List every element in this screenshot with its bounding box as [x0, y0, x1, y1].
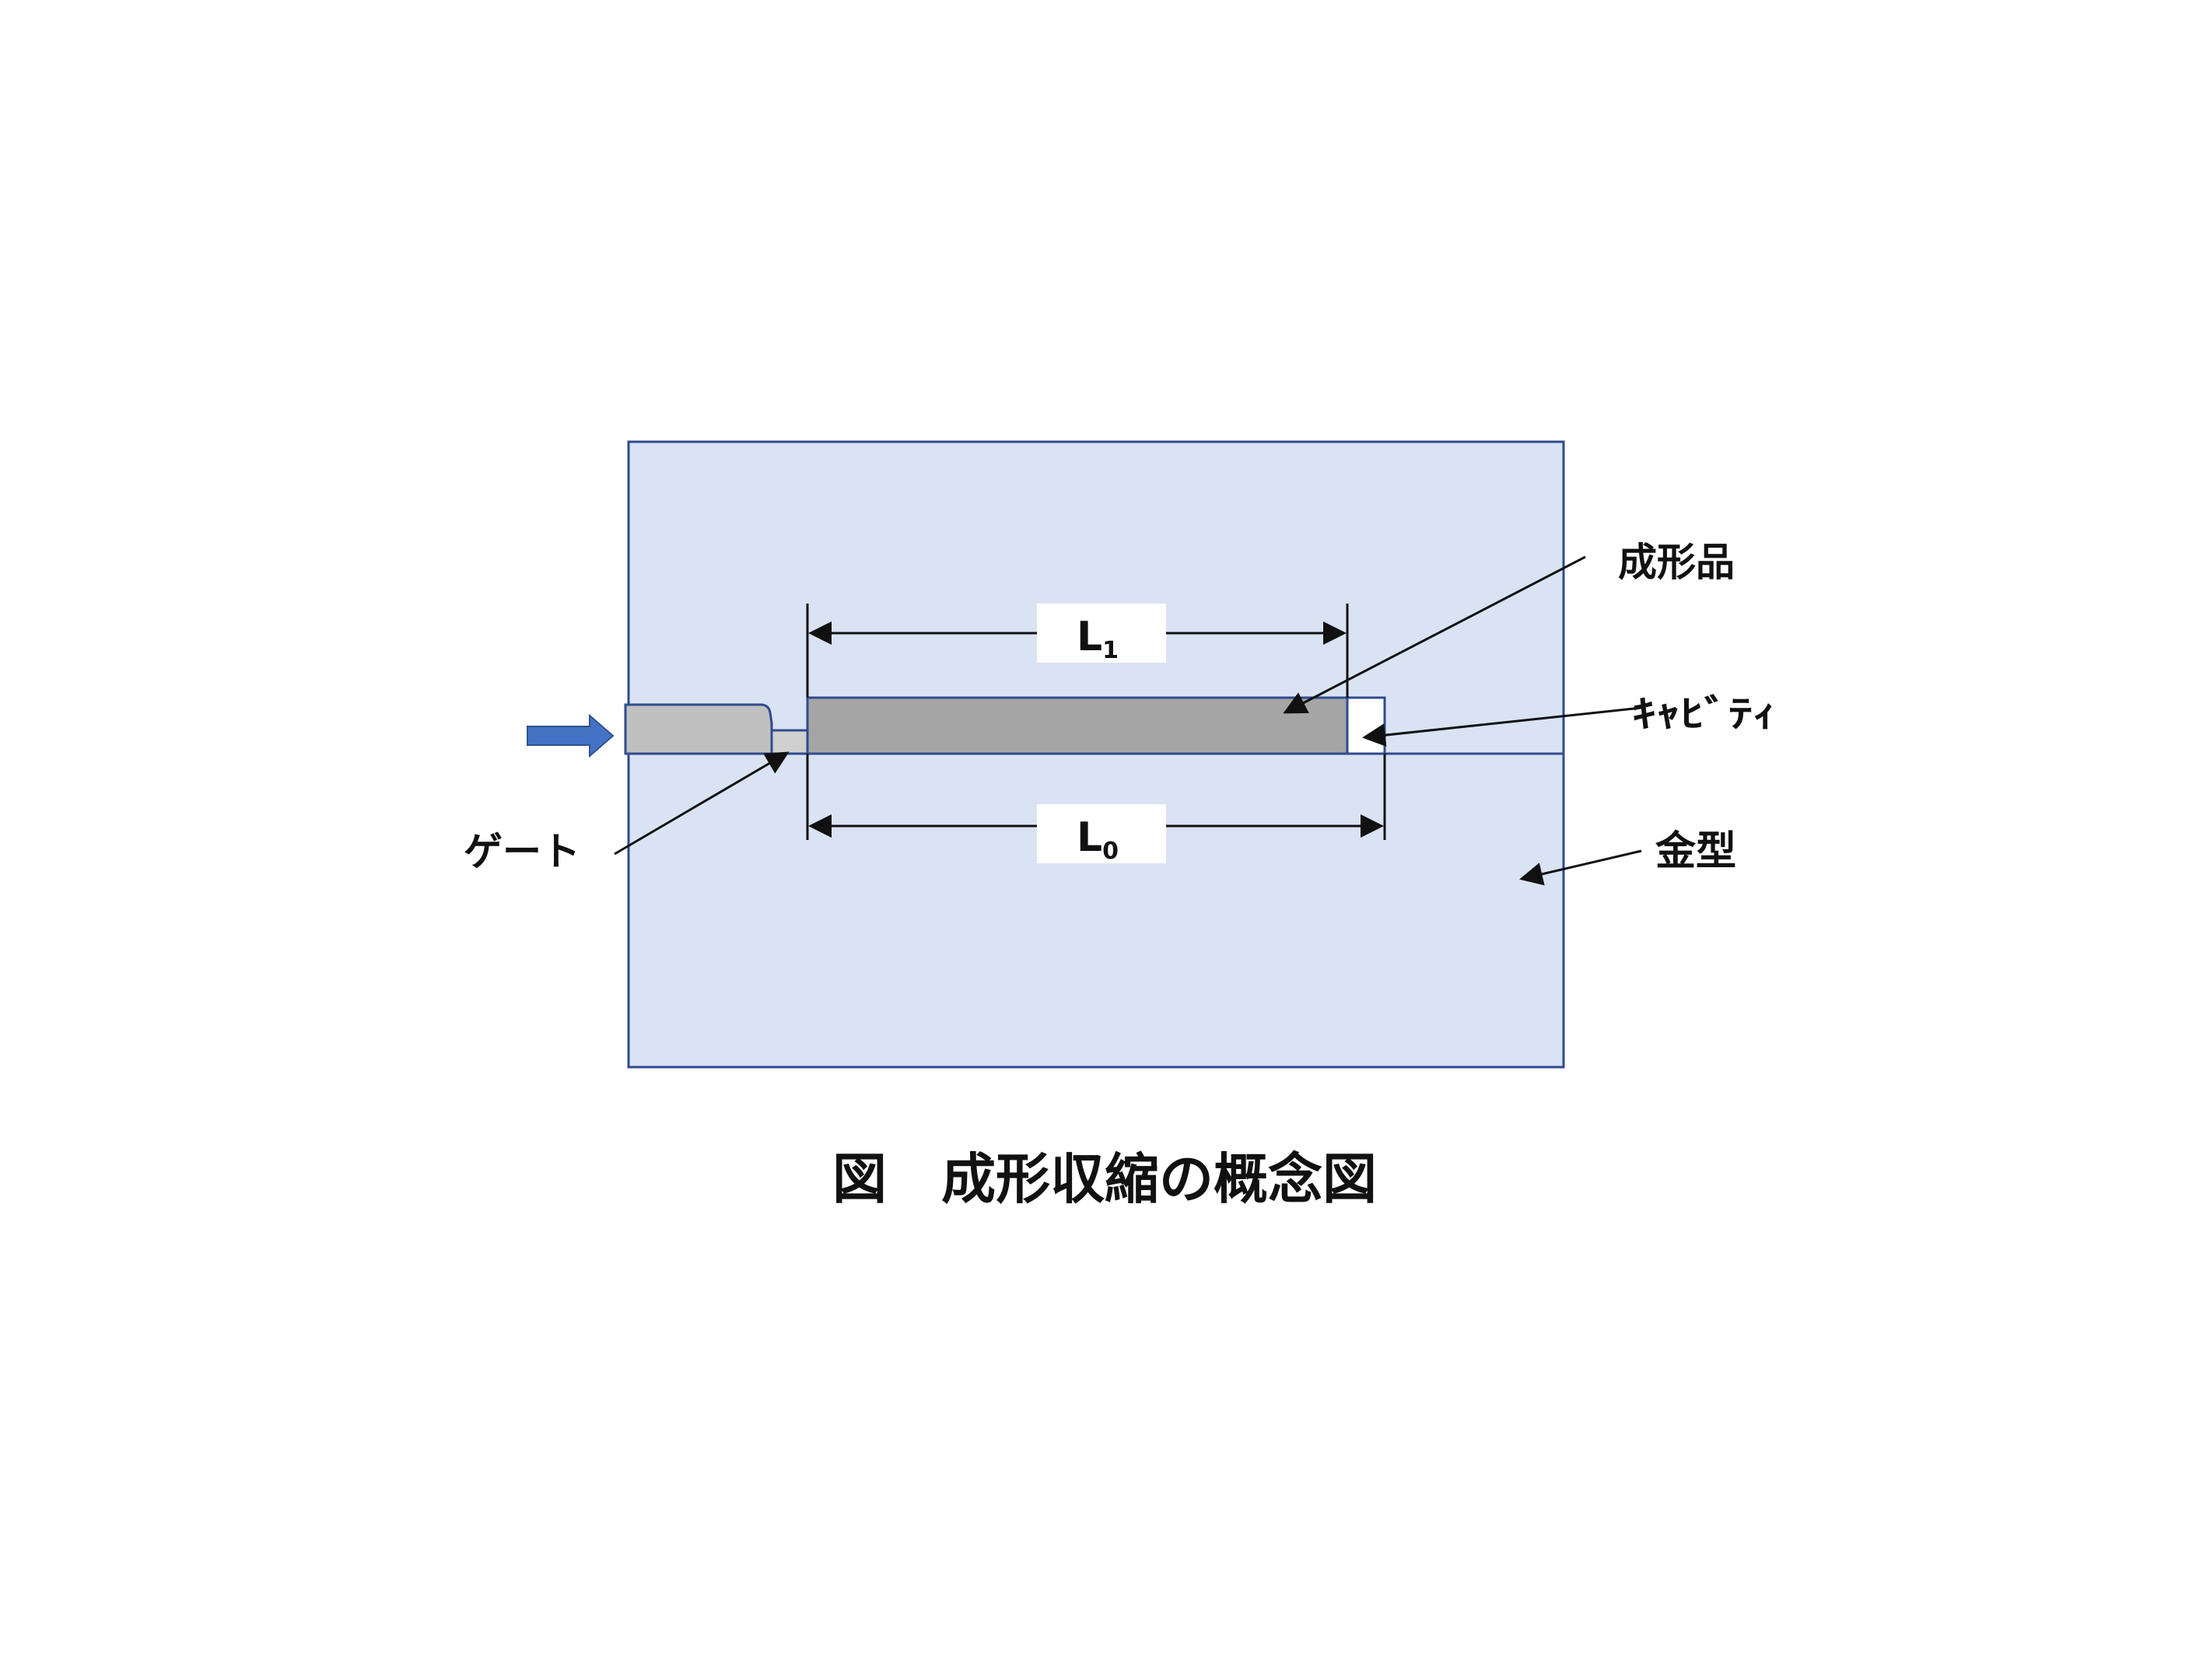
dimension-l1: L1: [806, 604, 1349, 698]
runner: [624, 703, 773, 755]
dimension-l0-label: L0: [1077, 814, 1119, 865]
dimension-l0-subscript: 0: [1102, 838, 1119, 865]
label-mold: 金型: [1655, 828, 1736, 875]
dimension-l0: L0: [806, 754, 1386, 865]
gate-channel: [770, 729, 809, 755]
dimension-l0-main: L: [1077, 814, 1102, 861]
dimension-l0-label-box: [1037, 804, 1166, 863]
dimension-l1-subscript: 1: [1102, 637, 1119, 664]
leader-molded-part: [1283, 555, 1586, 714]
label-gate: ゲート: [464, 829, 580, 874]
flow-direction-arrow-icon: [527, 713, 615, 758]
dimension-l1-main: L: [1077, 614, 1102, 660]
label-cavity: ｷｬﾋﾞﾃｨ: [1632, 692, 1777, 736]
dimension-l1-label: L1: [1077, 614, 1119, 664]
leader-cavity: [1362, 706, 1642, 747]
molded-part: [806, 696, 1349, 755]
leader-mold: [1519, 849, 1642, 886]
label-molded-part: 成形品: [1618, 540, 1735, 585]
leader-gate: [614, 751, 790, 856]
dimension-l1-label-box: [1037, 604, 1166, 663]
figure-caption: 図 成形収縮の概念図: [832, 1147, 1377, 1211]
